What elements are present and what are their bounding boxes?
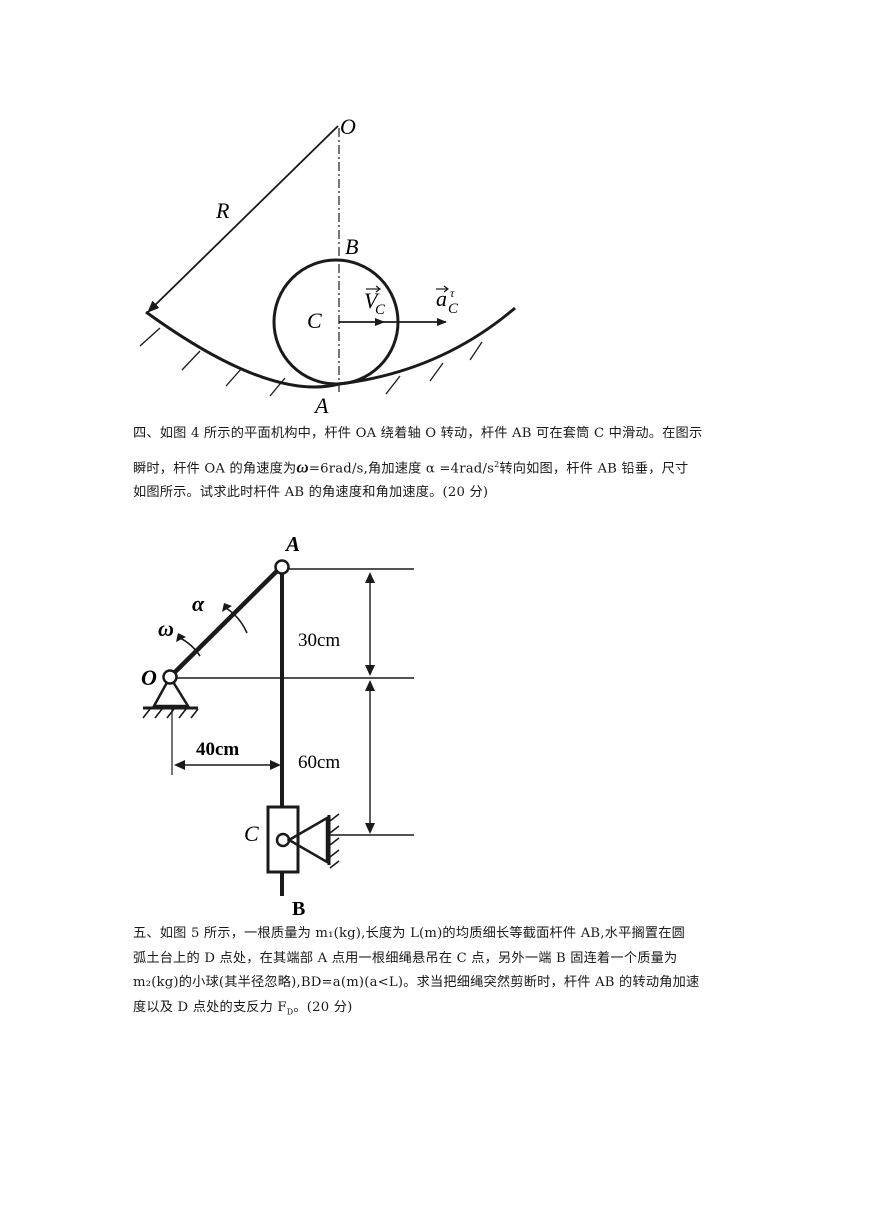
label-omega: ω — [158, 616, 174, 641]
radius-arrow — [147, 125, 339, 313]
figure-3: O R B C A V C a τ C — [139, 114, 516, 418]
label-vc: V C — [364, 285, 386, 318]
label-B: B — [345, 234, 358, 259]
problem-5-text: 五、如图 5 所示，一根质量为 m₁(kg),长度为 L(m)的均质细长等截面杆… — [133, 922, 738, 1025]
label-O2: O — [141, 665, 157, 690]
omega-symbol: ω — [296, 456, 309, 476]
alpha-arrow — [225, 607, 248, 634]
omega-arrow — [179, 637, 201, 657]
rod-OA — [168, 565, 283, 679]
label-C: C — [307, 308, 322, 333]
label-A2: A — [284, 532, 300, 556]
support-C — [286, 813, 340, 869]
pin-A — [274, 559, 290, 575]
problem-4-line-2: 瞬时，杆件 OA 的角速度为ω=6rad/s,角加速度 α =4rad/s2转向… — [133, 456, 689, 476]
svg-text:C: C — [448, 301, 459, 317]
problem-4-line-3: 如图所示。试求此时杆件 AB 的角速度和角加速度。(20 分) — [133, 485, 489, 501]
arc-hatching — [139, 327, 483, 397]
problem-4-line-1: 四、如图 4 所示的平面机构中，杆件 OA 绕着轴 O 转动，杆件 AB 可在套… — [133, 426, 703, 441]
label-alpha: α — [192, 591, 205, 616]
pin-support-O — [142, 669, 199, 719]
problem-5-line-3: m₂(kg)的小球(其半径忽略),BD=a(m)(a<L)。求当把细绳突然剪断时… — [133, 975, 700, 990]
svg-text:C: C — [375, 302, 386, 318]
problem-5-line-1: 五、如图 5 所示，一根质量为 m₁(kg),长度为 L(m)的均质细长等截面杆… — [133, 926, 686, 941]
label-R: R — [215, 198, 230, 223]
label-40cm: 40cm — [196, 739, 239, 760]
label-60cm: 60cm — [298, 752, 340, 773]
svg-text:V: V — [364, 288, 380, 313]
problem-5-line-4: 度以及 D 点处的支反力 FD。(20 分) — [133, 999, 353, 1017]
figure-4: A α ω O 30cm 40cm 60cm C B — [141, 532, 414, 920]
arc-ground — [145, 306, 516, 389]
svg-text:a: a — [436, 286, 447, 311]
problem-5-line-2: 弧土台上的 D 点处，在其端部 A 点用一根细绳悬吊在 C 点，另外一端 B 固… — [133, 950, 678, 966]
label-A: A — [313, 393, 329, 418]
label-O: O — [340, 114, 356, 139]
label-B2: B — [292, 898, 305, 920]
svg-text:τ: τ — [450, 286, 455, 300]
label-C2: C — [244, 821, 259, 846]
problem-4-text: 四、如图 4 所示的平面机构中，杆件 OA 绕着轴 O 转动，杆件 AB 可在套… — [133, 422, 738, 506]
label-30cm: 30cm — [298, 630, 340, 651]
label-ac: a τ C — [436, 285, 459, 317]
